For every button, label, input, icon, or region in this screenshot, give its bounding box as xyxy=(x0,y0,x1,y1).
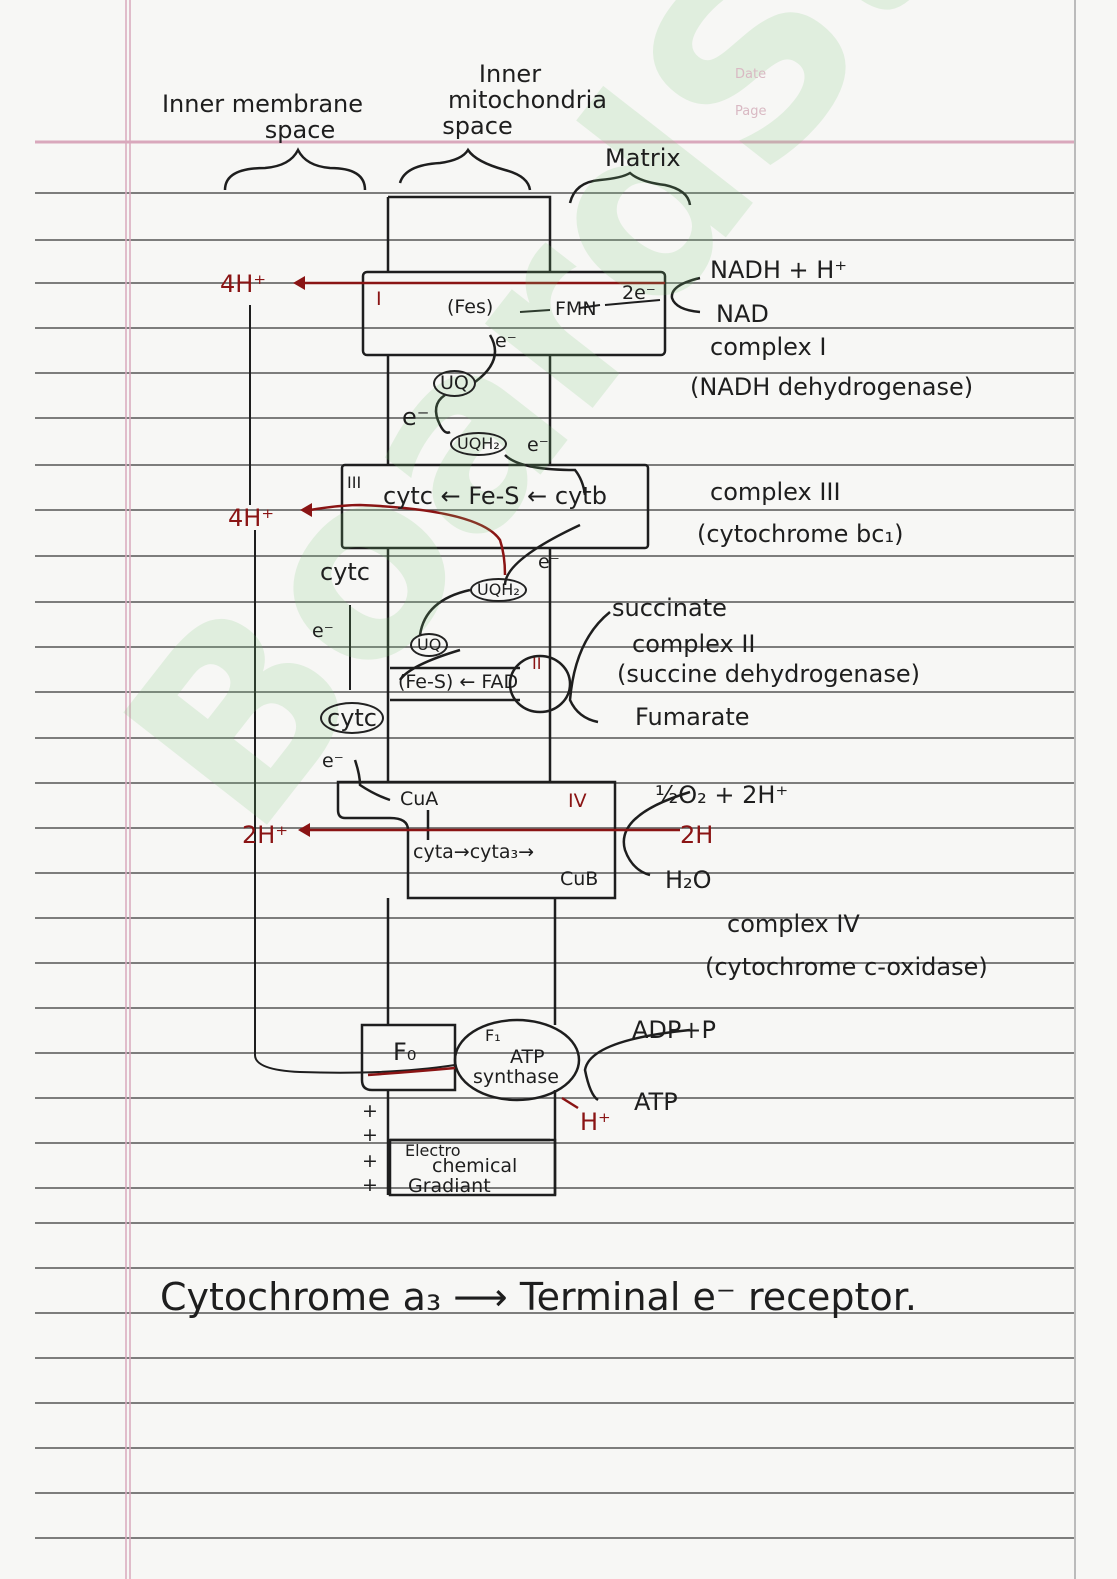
complex4-chain: cyta→cyta₃→ xyxy=(413,841,535,863)
complex2-uq: UQ xyxy=(410,633,449,657)
region-membrane-line1: Inner xyxy=(478,60,542,88)
complex4-numeral: IV xyxy=(568,790,587,812)
complex3-numeral: III xyxy=(347,473,362,492)
complex1-fes: (Fes) xyxy=(447,296,494,318)
f0-label: F₀ xyxy=(393,1038,417,1066)
complex4-name: complex IV xyxy=(727,910,860,938)
nad-label: NAD xyxy=(716,300,769,328)
plus-3: + xyxy=(362,1150,378,1172)
complex3-e: e⁻ xyxy=(538,551,560,573)
complex1-full-name: (NADH dehydrogenase) xyxy=(690,373,974,401)
uqh2-e: e⁻ xyxy=(527,434,549,456)
uq-circle: UQ xyxy=(433,370,476,397)
adp-label: ADP+P xyxy=(632,1016,716,1044)
complex1-e: e⁻ xyxy=(495,330,517,352)
date-label: Date xyxy=(735,67,767,82)
region-intermembrane-line2: space xyxy=(264,116,336,144)
complex1-2e: 2e⁻ xyxy=(622,282,656,304)
oxygen-label: ½O₂ + 2H⁺ xyxy=(655,781,789,809)
oxygen-arrow xyxy=(622,790,691,877)
complex4-cub: CuB xyxy=(560,868,599,890)
plus-2: + xyxy=(362,1124,378,1146)
complex4-full-name: (cytochrome c-oxidase) xyxy=(705,953,988,981)
fumarate-label: Fumarate xyxy=(635,703,750,731)
complex-1-box xyxy=(361,270,667,357)
brace-membrane xyxy=(398,147,532,191)
cytc-circle: cytc xyxy=(320,702,385,734)
region-intermembrane-line1: Inner membrane xyxy=(161,90,364,118)
brace-matrix xyxy=(568,171,692,206)
complex2-chain: (Fe-S) ← FAD xyxy=(398,671,519,693)
proton-return-path xyxy=(254,530,456,1074)
complex2-name: complex II xyxy=(632,630,756,658)
two-h-label: 2H xyxy=(680,821,714,849)
complex2-numeral: II xyxy=(532,654,542,673)
region-membrane-line2: mitochondria xyxy=(448,86,607,114)
succinate-label: succinate xyxy=(612,594,727,622)
page-label: Page xyxy=(735,104,767,119)
complex3-chain: cytc ← Fe-S ← cytb xyxy=(383,482,607,510)
complex4-cua: CuA xyxy=(400,788,439,810)
uq-e: e⁻ xyxy=(402,403,430,431)
complex3-protons: 4H⁺ xyxy=(228,504,274,532)
atp-synthase-line1: ATP xyxy=(510,1046,545,1068)
nadh-label: NADH + H⁺ xyxy=(710,256,847,284)
complex4-protons: 2H⁺ xyxy=(242,821,288,849)
complex3-full-name: (cytochrome bc₁) xyxy=(697,520,904,548)
atp-label: ATP xyxy=(634,1088,678,1116)
plus-4: + xyxy=(362,1174,378,1196)
atp-synthase-line2: synthase xyxy=(473,1066,559,1088)
f1-label: F₁ xyxy=(485,1026,501,1045)
complex-2-band xyxy=(390,666,520,702)
complex1-protons: 4H⁺ xyxy=(220,270,266,298)
adp-arrow xyxy=(583,1028,691,1102)
gradient-line3: Gradiant xyxy=(408,1175,491,1197)
uqh2-circle: UQH₂ xyxy=(450,432,507,456)
brace-intermembrane xyxy=(223,147,367,191)
footnote: Cytochrome a₃ ⟶ Terminal e⁻ receptor. xyxy=(160,1275,917,1319)
complex1-fmn: FMN xyxy=(555,298,597,320)
complex-2-blob xyxy=(508,654,572,714)
f0-box xyxy=(360,1023,457,1092)
cytc-e1: e⁻ xyxy=(312,620,334,642)
proton-pump-arrows xyxy=(300,281,680,1110)
complex3-name: complex III xyxy=(710,478,841,506)
gradient-line1: Electro xyxy=(405,1141,461,1160)
region-membrane-line3: space xyxy=(442,112,513,140)
f1-ellipse xyxy=(453,1018,581,1102)
gradient-line2: chemical xyxy=(432,1155,518,1177)
succinate-arrow xyxy=(568,611,611,724)
nadh-arrow xyxy=(670,276,701,314)
cytc-e2: e⁻ xyxy=(322,750,344,772)
complex1-numeral: I xyxy=(376,288,382,310)
cytc-label: cytc xyxy=(320,558,371,586)
inner-membrane xyxy=(386,195,557,1195)
complex2-uqh2: UQH₂ xyxy=(470,578,527,602)
plus-1: + xyxy=(362,1100,378,1122)
complex1-name: complex I xyxy=(710,333,827,361)
complex2-full-name: (succine dehydrogenase) xyxy=(617,660,920,688)
water-label: H₂O xyxy=(665,866,712,894)
region-matrix: Matrix xyxy=(605,144,681,172)
proton-label: H⁺ xyxy=(580,1108,611,1136)
